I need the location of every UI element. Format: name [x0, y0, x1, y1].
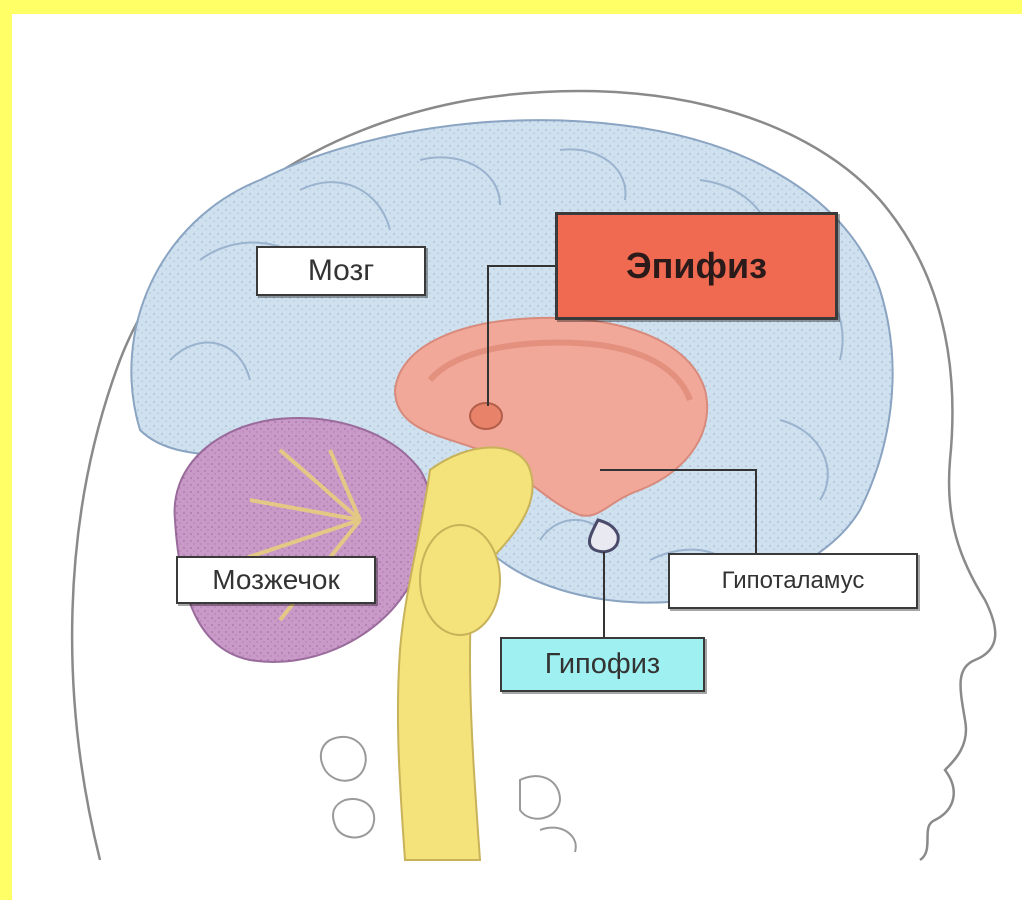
yellow-frame-left: [0, 0, 12, 900]
label-mozzhechok: Мозжечок: [176, 556, 376, 604]
label-mozg: Мозг: [256, 246, 426, 296]
pineal-gland: [470, 403, 502, 429]
label-gipotalamus: Гипоталамус: [668, 553, 918, 609]
label-gipofiz: Гипофиз: [500, 637, 705, 692]
pons: [420, 525, 500, 635]
yellow-frame-top: [0, 0, 1022, 14]
label-epifiz: Эпифиз: [555, 212, 838, 320]
